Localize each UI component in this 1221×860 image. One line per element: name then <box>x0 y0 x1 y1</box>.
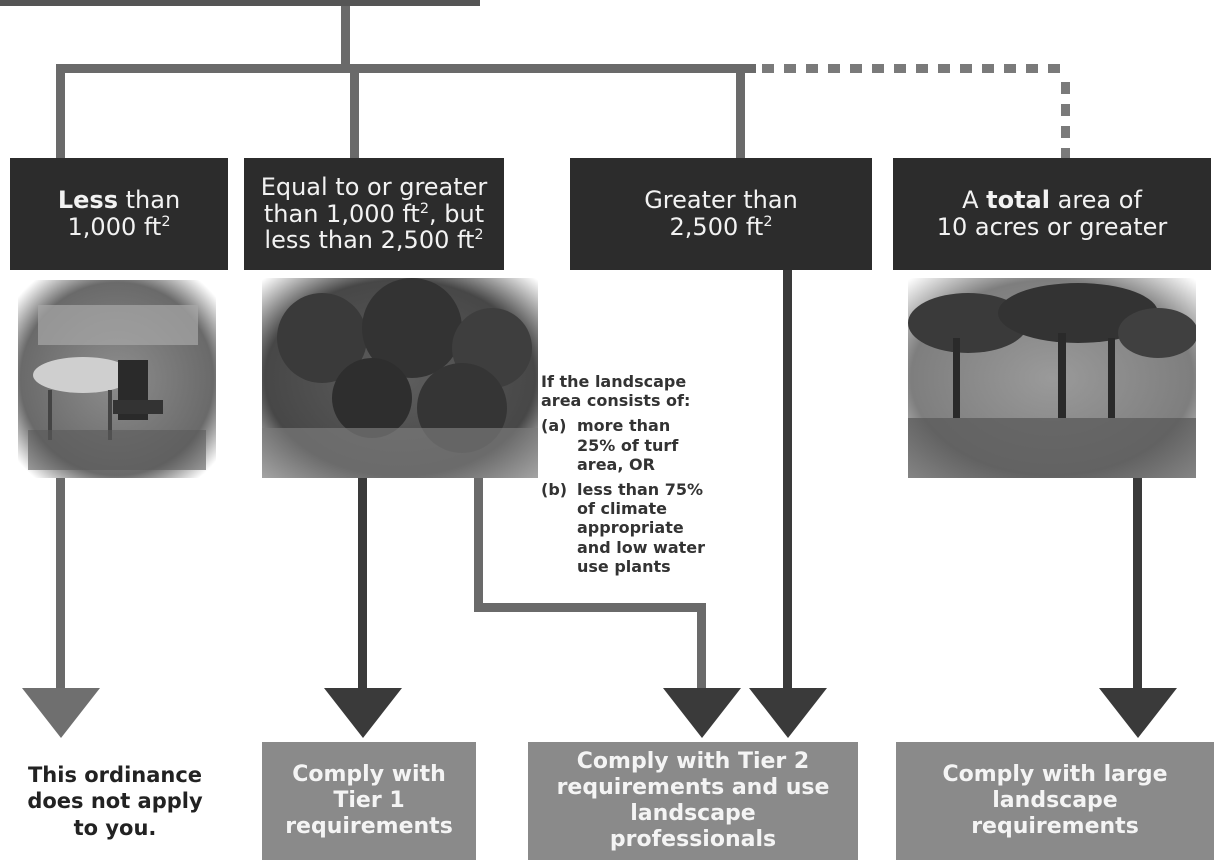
acres-line1-pre: A <box>962 186 987 215</box>
outcome-large-landscape: Comply with large landscape requirements <box>896 742 1214 860</box>
distribution-line <box>56 64 756 73</box>
drop-small <box>56 64 65 158</box>
drop-medium <box>350 64 359 158</box>
outcome-tier2: Comply with Tier 2 requirements and use … <box>528 742 858 860</box>
large-line2: 2,500 ft <box>669 213 764 241</box>
small-line2: 1,000 ft <box>67 213 162 241</box>
arrow-head-condition <box>663 688 741 738</box>
outcome-tier1-text: Comply with Tier 1 requirements <box>285 762 453 839</box>
medium-line2-pre: than 1,000 ft <box>263 199 420 228</box>
outcome-tier2-text: Comply with Tier 2 requirements and use … <box>556 749 830 852</box>
top-header-bar <box>0 0 480 6</box>
condition-text-a: more than 25% of turf area, OR <box>577 416 679 474</box>
dotted-branch <box>762 64 1070 158</box>
acres-line1-bold: total <box>986 186 1050 215</box>
large-sup: 2 <box>763 214 773 230</box>
trunk-line <box>341 6 350 68</box>
drop-large <box>736 64 745 158</box>
elbow-vertical-2 <box>697 603 706 690</box>
condition-tag-a: (a) <box>541 416 567 436</box>
garden-photo <box>262 278 538 478</box>
condition-text-b: less than 75% of climate appropriate and… <box>577 479 706 576</box>
arrow-shaft-small <box>56 475 65 690</box>
arrow-shaft-large <box>783 270 792 690</box>
category-10-acres: A total area of 10 acres or greater <box>893 158 1211 270</box>
patio-photo <box>18 280 216 478</box>
category-less-than-1000: Less than 1,000 ft2 <box>10 158 228 270</box>
large-line1: Greater than <box>644 186 798 215</box>
medium-line1: Equal to or greater <box>260 172 488 201</box>
condition-intro: If the landscape area consists of: <box>541 372 691 411</box>
medium-line3-sup: 2 <box>474 227 484 244</box>
medium-line2-sup: 2 <box>419 200 429 217</box>
acres-line2: 10 acres or greater <box>936 213 1168 241</box>
condition-item-b: (b) less than 75% of climate appropriate… <box>541 480 711 576</box>
arrow-shaft-tier1 <box>358 475 367 690</box>
condition-item-a: (a) more than 25% of turf area, OR <box>541 416 711 474</box>
small-sup: 2 <box>161 214 171 230</box>
small-line1-rest: than <box>117 186 181 215</box>
arrow-shaft-acres <box>1133 475 1142 690</box>
category-greater-than-2500: Greater than 2,500 ft2 <box>570 158 872 270</box>
outcome-large-text: Comply with large landscape requirements <box>942 762 1168 839</box>
medium-line3: less than 2,500 ft <box>264 226 475 255</box>
turf-condition-note: If the landscape area consists of: (a) m… <box>541 372 711 576</box>
arrow-head-acres <box>1099 688 1177 738</box>
arrow-head-large <box>749 688 827 738</box>
acres-line1-post: area of <box>1049 186 1142 215</box>
trees-photo <box>908 278 1196 478</box>
arrow-head-tier1 <box>324 688 402 738</box>
small-line1-bold: Less <box>57 186 118 215</box>
outcome-not-applicable: This ordinance does not apply to you. <box>27 763 203 840</box>
medium-line2-post: , but <box>428 199 485 228</box>
outcome-tier1: Comply with Tier 1 requirements <box>262 742 476 860</box>
category-1000-to-2500: Equal to or greater than 1,000 ft2, but … <box>244 158 504 270</box>
arrow-head-small <box>22 688 100 738</box>
condition-tag-b: (b) <box>541 479 568 499</box>
elbow-horizontal <box>474 603 706 612</box>
elbow-vertical-1 <box>474 475 483 610</box>
